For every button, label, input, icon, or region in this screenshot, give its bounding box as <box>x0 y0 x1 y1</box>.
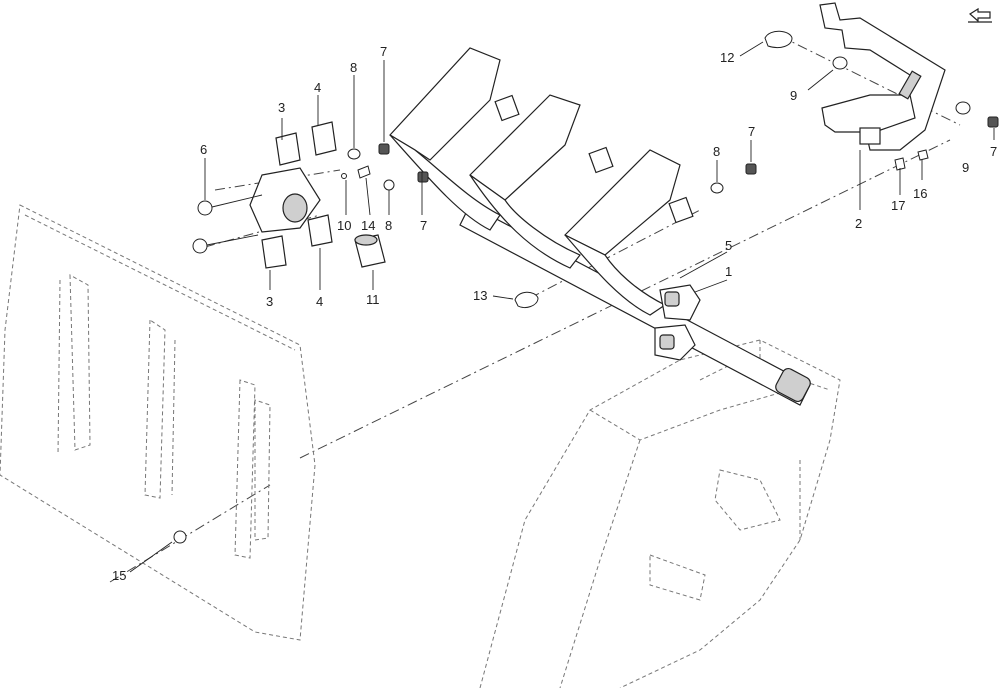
callout-13: 13 <box>473 288 487 303</box>
callout-5: 5 <box>725 238 732 253</box>
callout-7-right: 7 <box>748 124 755 139</box>
callout-9-left: 9 <box>790 88 797 103</box>
bearing-housing <box>654 284 701 361</box>
callout-7-middle: 7 <box>420 218 427 233</box>
callout-17: 17 <box>891 198 905 213</box>
callout-8-right: 8 <box>713 144 720 159</box>
callout-4-bottom: 4 <box>316 294 323 309</box>
callout-8-middle: 8 <box>385 218 392 233</box>
callout-16: 16 <box>913 186 927 201</box>
rotor-assembly <box>389 47 811 406</box>
callout-leader-lines <box>129 41 995 573</box>
callout-1: 1 <box>725 264 732 279</box>
callout-8-left: 8 <box>350 60 357 75</box>
left-hub-assembly <box>249 121 386 269</box>
callout-2: 2 <box>855 216 862 231</box>
callout-3-top: 3 <box>278 100 285 115</box>
callout-15: 15 <box>112 568 126 583</box>
callout-6: 6 <box>200 142 207 157</box>
callout-10: 10 <box>337 218 351 233</box>
callout-12: 12 <box>720 50 734 65</box>
right-bracket <box>819 2 946 151</box>
callout-14: 14 <box>361 218 375 233</box>
callout-9-right: 9 <box>962 160 969 175</box>
hardware-fasteners <box>173 30 999 544</box>
callout-11: 11 <box>366 292 380 307</box>
previous-page-arrow-icon[interactable] <box>968 7 992 23</box>
dashed-panel-plate <box>0 204 316 641</box>
callout-labels: 1 2 3 3 4 4 5 6 7 7 7 7 8 8 8 9 9 10 11 … <box>112 44 997 583</box>
callout-4-top: 4 <box>314 80 321 95</box>
callout-7-far-right: 7 <box>990 144 997 159</box>
callout-3-bottom: 3 <box>266 294 273 309</box>
callout-7-left: 7 <box>380 44 387 59</box>
